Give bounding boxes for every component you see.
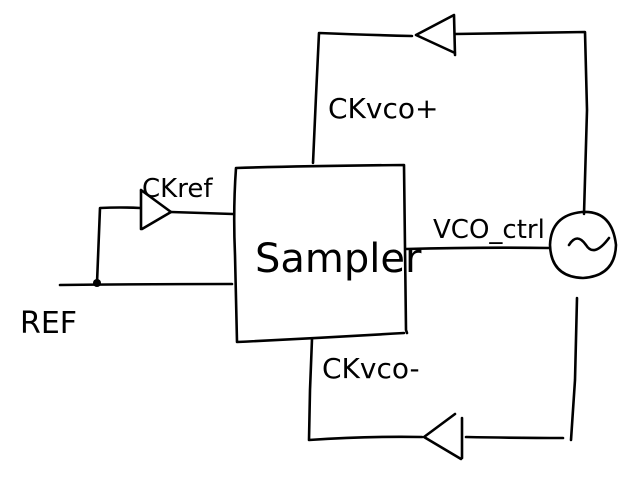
ckvco-plus-buffer-icon — [414, 13, 457, 57]
ckvco-minus-label: CKvco- — [322, 352, 420, 385]
ckvco-minus-wire-right — [464, 296, 579, 442]
vco-ctrl-label: VCO_ctrl — [433, 215, 545, 245]
ref-label: REF — [20, 306, 77, 341]
sampler-block — [232, 163, 409, 344]
ckvco-minus-buffer-icon — [422, 412, 464, 461]
ckvco-plus-wire-right — [453, 30, 589, 216]
ckref-label: CKref — [142, 174, 213, 204]
ckvco-plus-label: CKvco+ — [328, 92, 438, 125]
sampler-label: Sampler — [255, 236, 422, 282]
ckvco-minus-wire-left — [307, 337, 424, 442]
vco-circle-icon — [548, 210, 618, 280]
ref-input-wire — [58, 282, 234, 287]
sine-wave-icon — [567, 236, 611, 252]
ckref-wire — [169, 210, 235, 216]
ckvco-plus-wire-left — [311, 31, 414, 165]
ref-branch-wire — [95, 206, 142, 285]
vco-ctrl-wire — [404, 246, 552, 251]
